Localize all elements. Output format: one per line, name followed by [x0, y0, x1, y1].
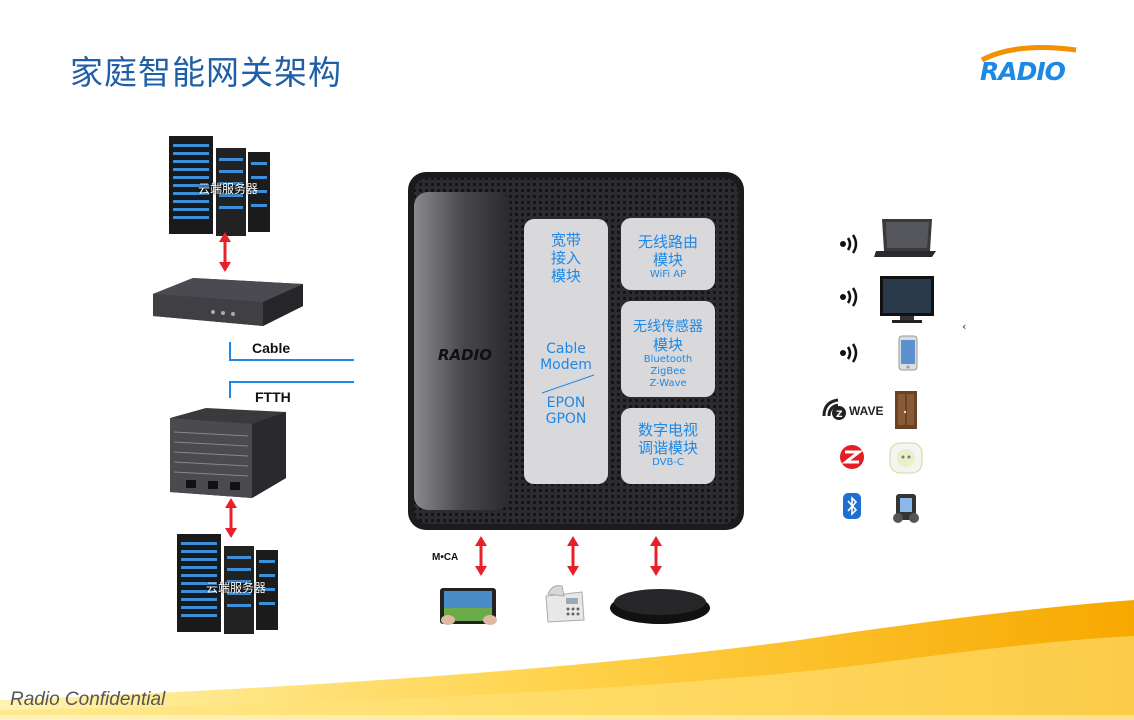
digital-tv-module: 数字电视 调谐模块 DVB-C — [621, 408, 715, 484]
tablet-icon — [440, 588, 497, 625]
stray-mark: ‹ — [962, 320, 967, 333]
double-arrow-icon — [475, 536, 487, 576]
smart-plug-icon — [889, 442, 923, 474]
zigbee-label: ZigBee — [650, 366, 686, 377]
connection-lines — [229, 342, 354, 398]
double-arrow-icon — [225, 498, 237, 538]
cloud-server-top-image — [169, 136, 270, 236]
gateway-brand: RADIO — [438, 346, 492, 364]
wireless-router-title2: 模块 — [652, 251, 683, 269]
digital-tv-title1: 数字电视 — [637, 421, 698, 439]
zwave-label: Z-Wave — [649, 378, 687, 389]
broadband-title-line3: 模块 — [550, 267, 581, 285]
zwave-text: WAVE — [849, 404, 884, 418]
wifi-signal-icon — [840, 287, 858, 307]
footer-wave-decoration — [0, 600, 1134, 720]
set-top-box-icon — [610, 589, 710, 624]
broadband-title-line1: 宽带 — [550, 231, 581, 249]
footer-confidential: Radio Confidential — [10, 689, 166, 710]
cable-modem-line2: Modem — [540, 357, 592, 373]
module-divider-line — [541, 374, 595, 394]
wireless-sensor-module: 无线传感器 模块 Bluetooth ZigBee Z-Wave — [621, 301, 715, 397]
bluetooth-icon — [843, 493, 861, 519]
digital-tv-title2: 调谐模块 — [637, 439, 698, 457]
wireless-sensor-title2: 模块 — [652, 336, 683, 354]
cable-label: Cable — [252, 340, 291, 356]
bluetooth-label: Bluetooth — [643, 354, 693, 365]
sensor-device-icon — [893, 494, 919, 523]
zigbee-icon — [840, 445, 864, 469]
cable-modem-line1: Cable — [546, 341, 586, 357]
moca-label: M•CA — [432, 552, 459, 563]
ftth-label: FTTH — [255, 389, 291, 405]
wifi-signal-icon — [840, 234, 858, 254]
smartphone-icon — [898, 335, 918, 371]
radio-logo: RADIO — [980, 45, 1077, 86]
wireless-router-sub: WiFi AP — [649, 269, 687, 280]
rack-switch-image — [153, 278, 303, 326]
door-icon — [895, 391, 917, 429]
cloud-server-top-label: 云端服务器 — [198, 182, 259, 196]
broadband-title-line2: 接入 — [550, 249, 581, 267]
zwave-icon: Z — [822, 398, 846, 420]
double-arrow-icon — [650, 536, 662, 576]
home-gateway: RADIO 宽带 接入 模块 Cable Modem EPON GPON 无线路… — [406, 170, 746, 532]
double-arrow-icon — [567, 536, 579, 576]
page-title: 家庭智能网关架构 — [70, 53, 342, 92]
logo-text: RADIO — [980, 57, 1066, 86]
wireless-sensor-title1: 无线传感器 — [633, 319, 703, 335]
cloud-server-bottom-label: 云端服务器 — [206, 581, 267, 595]
double-arrow-icon — [219, 232, 231, 272]
dvbc-label: DVB-C — [652, 457, 684, 468]
svg-text:Z: Z — [836, 410, 843, 420]
laptop-icon — [874, 219, 936, 257]
olt-chassis-image — [170, 408, 286, 498]
wireless-router-module: 无线路由 模块 WiFi AP — [621, 218, 715, 290]
wireless-router-title1: 无线路由 — [637, 233, 698, 251]
wifi-signal-icon — [840, 343, 858, 363]
broadband-access-module: 宽带 接入 模块 Cable Modem EPON GPON — [524, 219, 608, 484]
tv-icon — [880, 276, 934, 323]
landline-phone-icon — [545, 585, 585, 623]
epon-label: EPON — [546, 395, 586, 411]
cloud-server-bottom-image — [177, 534, 278, 634]
gpon-label: GPON — [545, 411, 587, 427]
